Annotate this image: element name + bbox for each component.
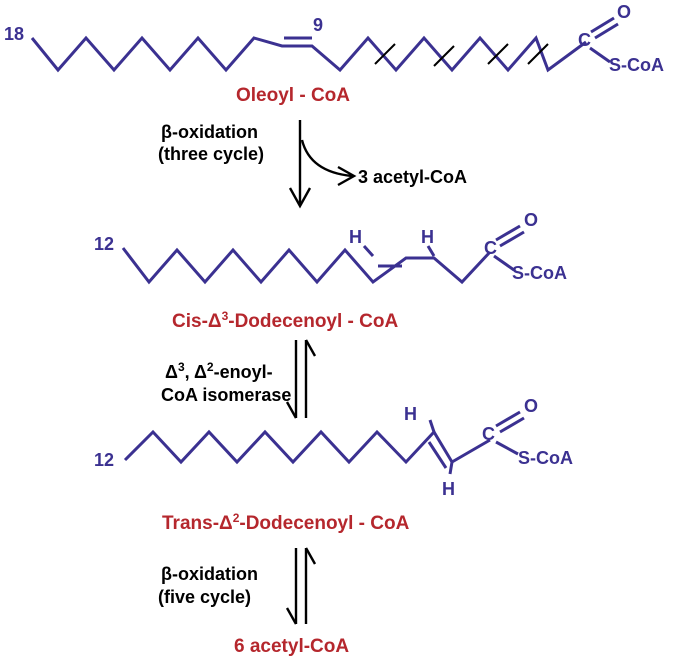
cis-carbonyl-bond-2 — [499, 230, 525, 248]
trans-carbon-chain — [123, 429, 491, 465]
trans-h-top-bond — [428, 419, 436, 433]
cis-h-left-bond — [362, 244, 375, 258]
oleoyl-cleavage-mark-1 — [374, 43, 396, 65]
step2-label-line2: CoA isomerase — [161, 385, 291, 405]
step1-product-label: 3 acetyl-CoA — [358, 167, 467, 187]
step-beta-oxidation-three-cycles: β-oxidation (three cycle) 3 acetyl-CoA — [158, 120, 467, 209]
step1-label-line2: (three cycle) — [158, 144, 264, 164]
trans-carbonyl-carbon: C — [482, 424, 495, 444]
trans-hydrogen-top: H — [404, 404, 417, 424]
trans-carbon-12-label: 12 — [94, 450, 114, 470]
step1-main-arrowhead — [288, 187, 312, 209]
trans-carbonyl-bond-2 — [499, 416, 525, 434]
step3-label-line1: β-oxidation — [161, 564, 258, 584]
oleoyl-carbon-18-label: 18 — [4, 24, 24, 44]
step3-label-line2: (five cycle) — [158, 587, 251, 607]
trans-carbonyl-oxygen: O — [524, 396, 538, 416]
oleoyl-cleavage-mark-4 — [527, 43, 549, 65]
oleoyl-cleavage-mark-2 — [433, 45, 455, 67]
trans-carbonyl-bond-1 — [495, 410, 521, 428]
cis-dodecenoyl-coa-structure: 12 H H C O S-CoA Cis-Δ3-Dodecenoyl - CoA — [94, 210, 567, 332]
step3-reverse-arrow-barb — [304, 547, 317, 565]
oleoyl-carbonyl-oxygen: O — [617, 2, 631, 22]
step1-label-line1: β-oxidation — [161, 122, 258, 142]
trans-double-bond-second-line — [427, 441, 448, 469]
cis-h-right-bond — [426, 245, 436, 257]
cis-thioester-label: S-CoA — [512, 263, 567, 283]
cis-carbon-chain — [121, 247, 492, 285]
step2-forward-arrow-barb — [285, 401, 298, 419]
cis-thioester-bond — [493, 254, 515, 272]
trans-h-bottom-bond — [448, 461, 454, 475]
oleoyl-carbonyl-bond-2 — [594, 22, 619, 40]
step2-reverse-arrow-barb — [304, 339, 317, 357]
oleoyl-thioester-bond — [589, 46, 611, 64]
final-product-label: 6 acetyl-CoA — [234, 636, 349, 657]
oleoyl-carbon-chain — [30, 35, 587, 73]
cis-carbon-12-label: 12 — [94, 234, 114, 254]
oleoyl-coa-structure: 18 9 C O S-CoA Oleoyl - CoA — [4, 2, 664, 106]
step2-label-line1: Δ3, Δ2-enoyl- — [165, 360, 273, 382]
trans-thioester-bond — [495, 440, 519, 456]
cis-hydrogen-right: H — [421, 227, 434, 247]
trans-dodecenoyl-coa-structure: 12 H H C O S-CoA Trans-Δ2-Dodecenoyl - C… — [94, 396, 573, 534]
step1-side-arrowhead — [337, 165, 357, 187]
step-beta-oxidation-five-cycles: β-oxidation (five cycle) — [158, 547, 317, 625]
oleoyl-carbon-9-label: 9 — [313, 15, 323, 35]
step-enoyl-coa-isomerase: Δ3, Δ2-enoyl- CoA isomerase — [161, 339, 317, 419]
cis-carbonyl-carbon: C — [484, 238, 497, 258]
oleoyl-cleavage-mark-3 — [487, 43, 509, 65]
cis-hydrogen-left: H — [349, 227, 362, 247]
oleoyl-coa-name: Oleoyl - CoA — [236, 85, 350, 106]
cis-dodecenoyl-coa-name: Cis-Δ3-Dodecenoyl - CoA — [172, 309, 398, 332]
trans-dodecenoyl-coa-name: Trans-Δ2-Dodecenoyl - CoA — [162, 511, 410, 534]
step1-side-arrow-curve — [300, 139, 353, 178]
oleoyl-thioester-label: S-CoA — [609, 55, 664, 75]
trans-thioester-label: S-CoA — [518, 448, 573, 468]
cis-carbonyl-bond-1 — [495, 224, 521, 242]
cis-carbonyl-oxygen: O — [524, 210, 538, 230]
trans-hydrogen-bottom: H — [442, 479, 455, 499]
oleoyl-carbonyl-bond-1 — [590, 16, 615, 34]
oleoyl-carbonyl-carbon: C — [578, 30, 591, 50]
step3-forward-arrow-barb — [285, 607, 298, 625]
